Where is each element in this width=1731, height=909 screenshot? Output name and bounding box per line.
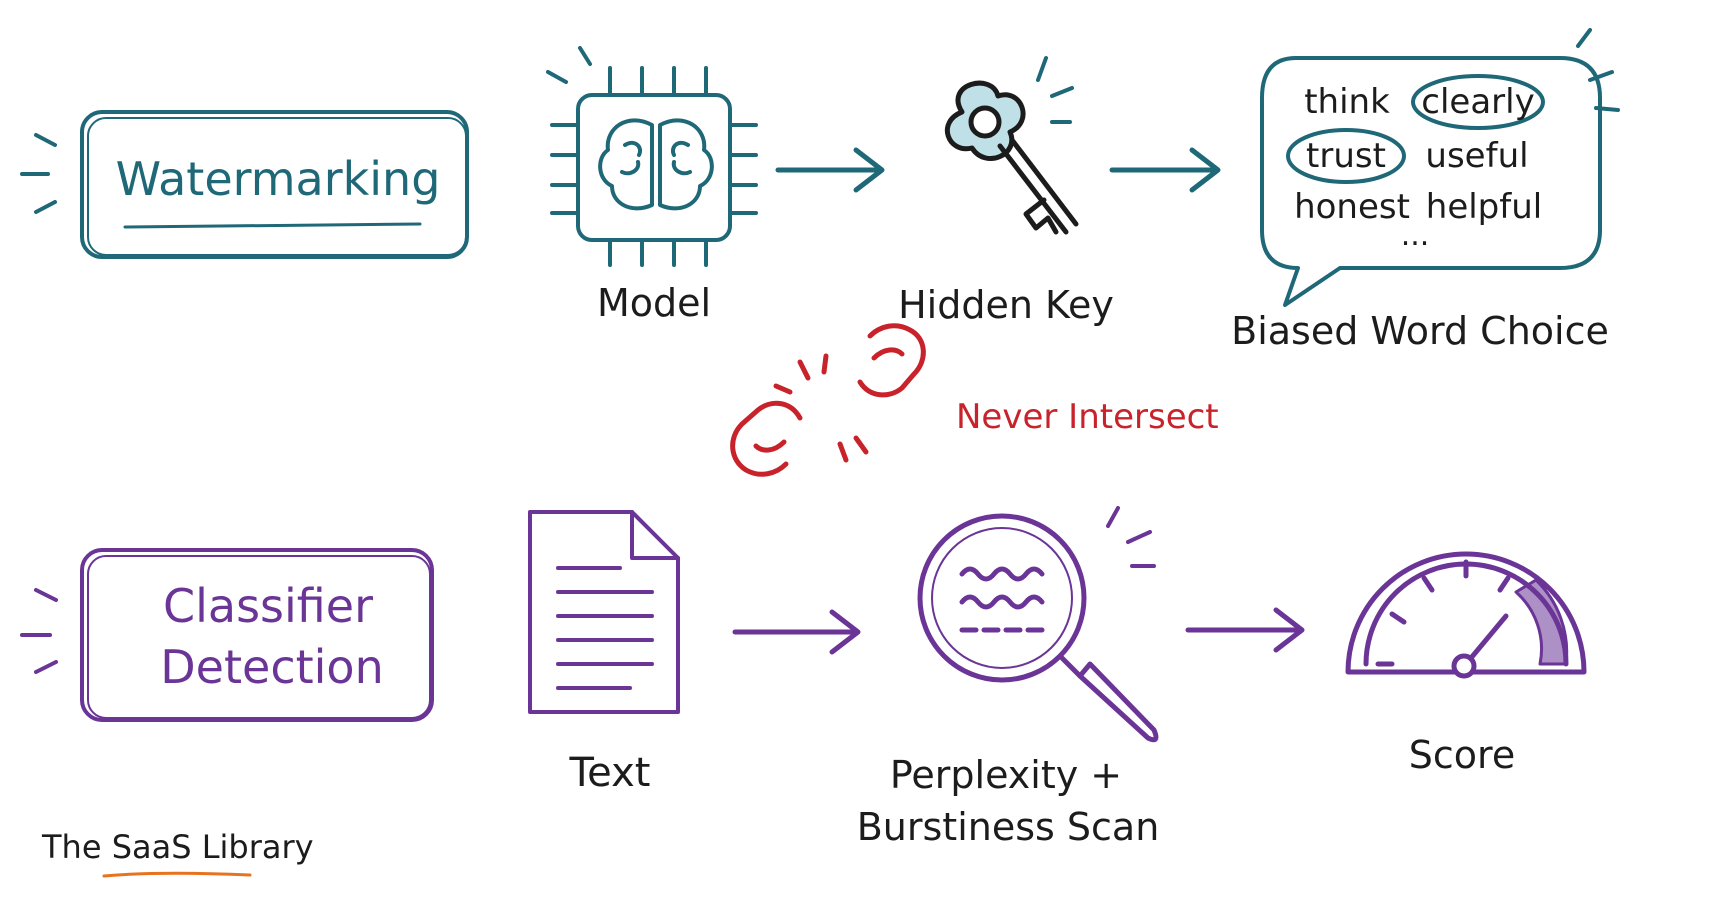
arrow-key-to-bubble bbox=[1109, 147, 1221, 193]
word-honest: honest bbox=[1294, 187, 1410, 227]
scan-label-line2: Burstiness Scan bbox=[857, 805, 1160, 849]
magnifier-icon bbox=[917, 506, 1159, 743]
brand-prefix: The bbox=[41, 828, 112, 866]
arrow-model-to-key bbox=[775, 147, 885, 193]
classifier-title-line1: Classifier bbox=[163, 579, 373, 633]
arrow-scan-to-score bbox=[1185, 607, 1305, 653]
word-trust: trust bbox=[1306, 136, 1386, 176]
gauge-icon bbox=[1345, 551, 1587, 679]
arrow-text-to-scan bbox=[732, 609, 861, 655]
text-label: Text bbox=[569, 750, 651, 796]
key-icon bbox=[944, 56, 1079, 235]
word-clearly: clearly bbox=[1421, 82, 1534, 122]
watermarking-title-box bbox=[20, 110, 469, 259]
word-ellipsis: ... bbox=[1401, 218, 1430, 253]
hidden-key-label: Hidden Key bbox=[898, 283, 1114, 327]
scan-label-line1: Perplexity + bbox=[890, 753, 1122, 797]
brand-highlight: SaaS bbox=[112, 828, 192, 866]
word-helpful: helpful bbox=[1426, 187, 1542, 227]
word-useful: useful bbox=[1425, 136, 1528, 176]
biased-word-choice-label: Biased Word Choice bbox=[1231, 309, 1609, 353]
model-label: Model bbox=[597, 281, 711, 325]
brand-suffix: Library bbox=[192, 828, 314, 866]
brand-logo: The SaaS Library bbox=[41, 828, 314, 866]
broken-chain-icon bbox=[730, 323, 926, 477]
word-think: think bbox=[1304, 82, 1390, 122]
word-choices: think clearly trust useful honest helpfu… bbox=[1294, 82, 1542, 253]
document-icon bbox=[528, 510, 680, 714]
score-label: Score bbox=[1409, 733, 1515, 777]
speech-bubble-icon bbox=[1260, 28, 1620, 307]
classifier-title-box bbox=[20, 548, 434, 722]
brand-underline bbox=[102, 871, 252, 878]
watermarking-title: Watermarking bbox=[116, 152, 441, 206]
classifier-title-line2: Detection bbox=[160, 640, 383, 694]
brain-chip-icon bbox=[546, 46, 758, 267]
never-intersect-label: Never Intersect bbox=[956, 397, 1219, 437]
